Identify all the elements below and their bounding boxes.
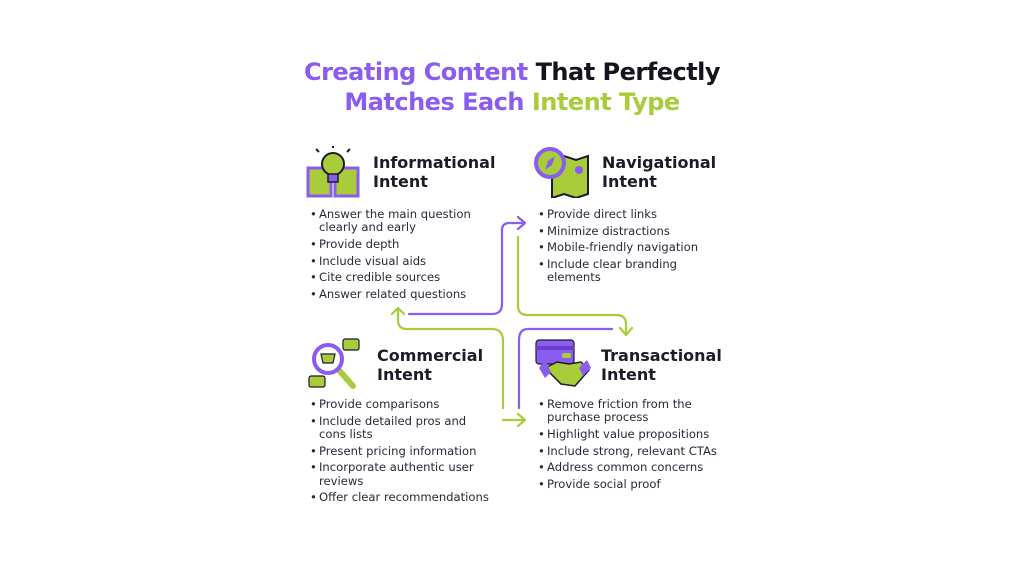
list-item-line: purchase process (547, 410, 649, 425)
title-text: Matches Each (344, 88, 524, 116)
list-item-line: Incorporate authentic user (319, 460, 474, 475)
list-item-line: Minimize distractions (547, 223, 670, 238)
list-item-line: Highlight value propositions (547, 426, 710, 441)
lightbulb-book-icon (306, 146, 360, 198)
list-item: Answer related questions (310, 287, 471, 302)
arrow-commercial-to-informational (390, 306, 505, 410)
list-item: Address common concerns (538, 460, 717, 475)
arrow-to-transactional (501, 412, 527, 428)
heading-transactional: Transactional Intent (601, 346, 722, 384)
list-item-line: Answer the main question (319, 207, 471, 221)
title-line-2: Matches Each Intent Type (0, 88, 1024, 116)
heading-informational: Informational Intent (373, 153, 495, 191)
heading-line: Intent (601, 365, 656, 384)
list-item-line: elements (547, 270, 601, 285)
list-item: Offer clear recommendations (310, 490, 489, 505)
list-item: Include strong, relevant CTAs (538, 443, 717, 458)
list-item: Highlight value propositions (538, 426, 717, 441)
list-commercial: Provide comparisonsInclude detailed pros… (310, 397, 489, 508)
heading-line: Intent (602, 172, 657, 191)
title-text: That Perfectly (535, 58, 721, 86)
list-item-line: Provide comparisons (319, 397, 440, 411)
list-item-line: Remove friction from the (547, 397, 692, 411)
list-item: Include visual aids (310, 253, 471, 268)
list-item-line: cons lists (319, 426, 373, 441)
heading-line: Intent (373, 172, 428, 191)
list-item: Provide comparisons (310, 397, 489, 411)
list-item: Provide social proof (538, 477, 717, 492)
heading-commercial: Commercial Intent (377, 346, 483, 384)
heading-line: Commercial (377, 346, 484, 365)
list-item-line: Provide social proof (547, 477, 661, 492)
list-item-line: reviews (319, 473, 364, 488)
card-handshake-icon (535, 339, 591, 387)
heading-line: Navigational (602, 153, 717, 172)
heading-line: Informational (373, 153, 496, 172)
list-item-line: Include detailed pros and (319, 413, 467, 428)
title-line-1: Creating Content That Perfectly (0, 58, 1024, 86)
heading-navigational: Navigational Intent (602, 153, 716, 191)
arrow-transactional-to-commercial (517, 327, 614, 410)
heading-line: Intent (377, 365, 432, 384)
list-item-line: clearly and early (319, 220, 416, 235)
title-highlight: Intent Type (531, 88, 680, 116)
list-item-line: Cite credible sources (319, 270, 441, 285)
list-navigational: Provide direct linksMinimize distraction… (538, 207, 699, 288)
magnifier-cart-icon (308, 338, 360, 389)
list-item-line: Include visual aids (319, 253, 427, 268)
title-highlight: Creating Content (303, 58, 528, 86)
arrow-informational-to-navigational (407, 215, 527, 316)
list-item-line: Include strong, relevant CTAs (547, 443, 717, 458)
list-item-line: Present pricing information (319, 443, 477, 458)
list-item-line: Offer clear recommendations (319, 490, 489, 505)
list-item: Cite credible sources (310, 270, 471, 285)
heading-line: Transactional (601, 346, 722, 365)
compass-map-icon (534, 147, 589, 198)
list-item: Minimize distractions (538, 223, 698, 238)
list-item: Mobile-friendly navigation (538, 240, 699, 255)
list-item-line: Answer related questions (319, 287, 467, 302)
list-item-line: Address common concerns (547, 460, 704, 475)
list-item-line: Include clear branding (547, 257, 678, 272)
arrow-navigational-to-transactional (516, 235, 634, 337)
list-item: Present pricing information (310, 443, 489, 458)
list-item-line: Mobile-friendly navigation (547, 240, 699, 255)
list-item-line: Provide direct links (547, 207, 658, 221)
list-item-line: Provide depth (319, 236, 400, 251)
list-item: Provide depth (310, 236, 471, 251)
list-item: Provide direct links (538, 207, 698, 221)
